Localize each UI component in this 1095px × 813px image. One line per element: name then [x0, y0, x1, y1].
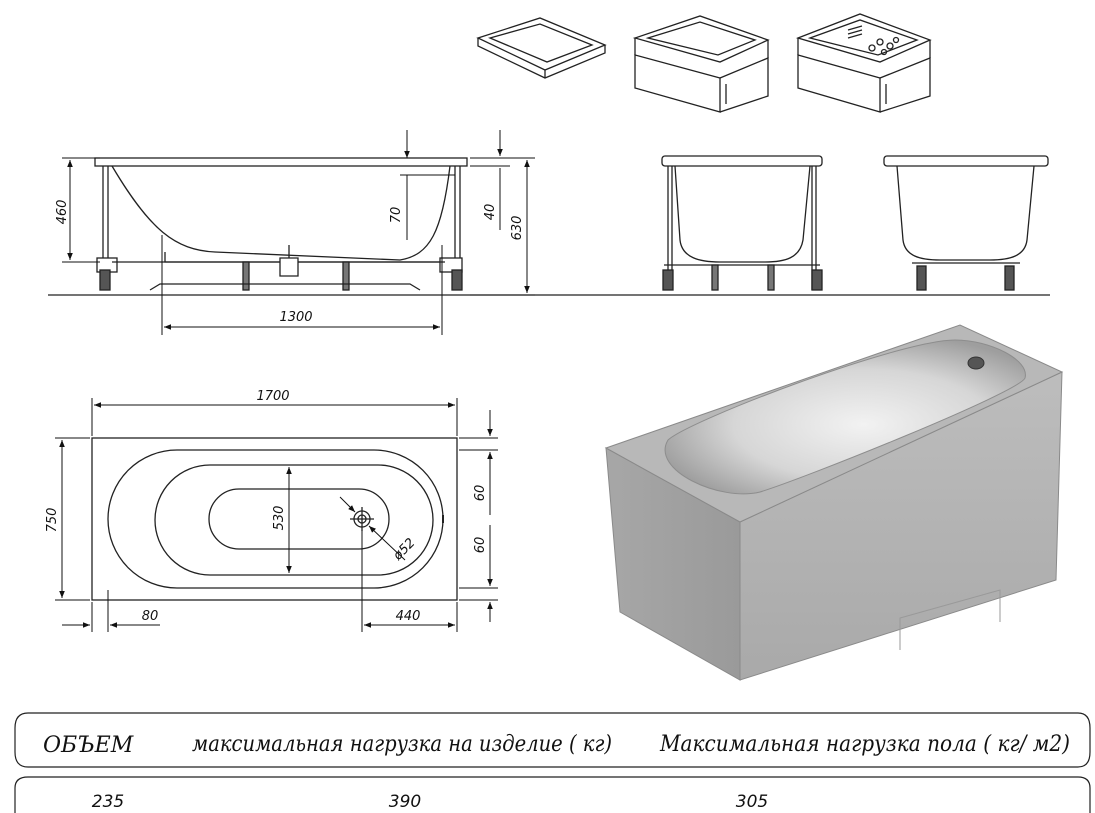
end-view-with-frame — [661, 155, 823, 291]
dim-80: 80 — [142, 609, 159, 624]
table-header-max-load-floor: Максимальная нагрузка пола ( кг/ м2) — [659, 732, 1070, 757]
dim-440: 440 — [396, 609, 421, 624]
end-view-plain — [883, 155, 1049, 291]
dim-630: 630 — [510, 216, 525, 241]
dim-70: 70 — [389, 207, 404, 224]
dim-60-bottom: 60 — [473, 537, 488, 554]
plan-view — [91, 437, 458, 601]
dim-60-top: 60 — [473, 485, 488, 502]
side-dimension-lines — [62, 130, 535, 335]
table-value-max-load-floor: 305 — [736, 792, 768, 812]
table-header-max-load-product: максимальная нагрузка на изделие ( кг) — [192, 732, 612, 757]
dim-40: 40 — [483, 204, 498, 221]
dim-750: 750 — [45, 508, 60, 533]
plan-dimension-lines — [55, 398, 498, 632]
table-value-volume: 235 — [92, 792, 124, 812]
table-value-max-load-product: 390 — [389, 792, 421, 812]
dim-460: 460 — [55, 200, 70, 225]
icon-bathtub-with-panel — [632, 15, 770, 113]
side-view-long — [48, 157, 1050, 296]
spec-table — [14, 712, 1091, 813]
dim-530: 530 — [272, 506, 287, 531]
icon-bathtub-plain — [476, 17, 607, 79]
dim-1700: 1700 — [256, 389, 289, 404]
table-header-volume: ОБЪЕМ — [43, 733, 134, 758]
icon-bathtub-hydromassage — [795, 13, 932, 113]
dim-1300: 1300 — [279, 310, 312, 325]
bathtub-3d-render — [604, 324, 1064, 681]
